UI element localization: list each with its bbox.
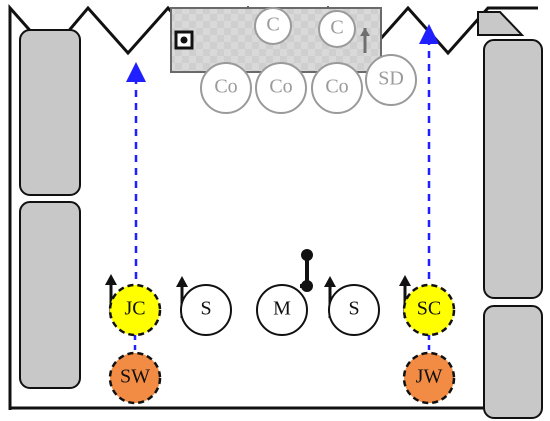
- left-jc-arrow-head: [105, 274, 117, 285]
- sc-node-label: SC: [417, 298, 441, 320]
- jc-node-label: JC: [124, 298, 145, 320]
- m-handle-bottom-dot: [301, 280, 313, 292]
- left-s-arrow-head: [176, 276, 188, 287]
- right-corner-block: [477, 11, 525, 36]
- left-s-node: [180, 284, 232, 336]
- upper-square-dot: [180, 36, 188, 44]
- right-sc-arrow-head: [399, 275, 411, 286]
- upper-top-node-right: [318, 10, 356, 48]
- sw-node: [108, 351, 162, 405]
- m-node: [256, 284, 308, 336]
- m-node-label: M: [273, 298, 291, 320]
- right-s-node-label: S: [348, 298, 359, 320]
- upper-top-node-left: [254, 7, 292, 45]
- jw-node: [402, 351, 456, 405]
- left-lower-block: [19, 201, 81, 389]
- upper-bottom-node-3-label: Co: [325, 76, 348, 98]
- right-upper-block: [483, 39, 543, 299]
- right-s-node: [328, 284, 380, 336]
- upper-top-node-left-label: C: [266, 14, 279, 36]
- right-s-arrow-head: [324, 276, 336, 287]
- right-lower-block: [483, 305, 543, 419]
- sc-node: [402, 283, 456, 337]
- left-s-node-label: S: [200, 298, 211, 320]
- upper-bottom-node-1: [200, 62, 252, 114]
- upper-right-node-label: SD: [378, 68, 404, 90]
- upper-bottom-node-3: [311, 62, 363, 114]
- jw-node-label: JW: [416, 366, 443, 388]
- upper-right-node: [365, 54, 417, 106]
- m-handle-top-dot: [301, 249, 313, 261]
- left-upper-block: [19, 29, 81, 196]
- upper-bottom-node-2: [255, 62, 307, 114]
- sw-node-label: SW: [120, 366, 150, 388]
- upper-gray-arrow-head: [360, 28, 370, 36]
- upper-top-node-right-label: C: [330, 17, 343, 39]
- jc-node: [108, 283, 162, 337]
- upper-bottom-node-1-label: Co: [214, 76, 237, 98]
- upper-bottom-node-2-label: Co: [269, 76, 292, 98]
